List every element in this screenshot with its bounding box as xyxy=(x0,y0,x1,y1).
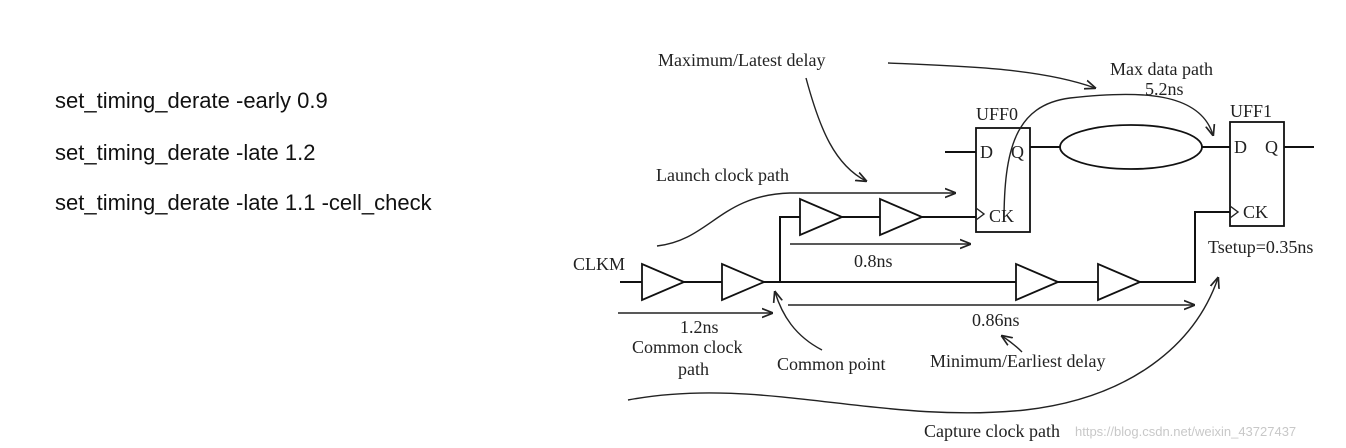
common-clock-path-label-1: Common clock xyxy=(632,337,743,357)
capture-clock-path-label: Capture clock path xyxy=(924,421,1060,441)
uff1-ck-triangle xyxy=(1229,205,1240,219)
common-point-label: Common point xyxy=(777,354,886,374)
min-delay-label: Minimum/Earliest delay xyxy=(930,351,1105,371)
data-path-logic xyxy=(1059,124,1203,170)
common-point-pointer xyxy=(775,292,823,351)
max-delay-to-data-pointer xyxy=(887,62,1095,88)
uff1-pin-q: Q xyxy=(1265,137,1278,157)
uff0-pin-d: D xyxy=(980,142,993,162)
launch-branch-delay: 0.8ns xyxy=(854,251,893,271)
capture-path-curve xyxy=(627,278,1218,414)
uff1-pin-ck: CK xyxy=(1243,202,1268,222)
max-delay-pointer xyxy=(805,77,866,181)
uff1-box xyxy=(1229,121,1285,227)
capture-to-ck-wire xyxy=(1140,211,1230,283)
uff0-box xyxy=(975,127,1031,233)
buffer-6 xyxy=(1097,262,1143,302)
buffer-5 xyxy=(1015,262,1061,302)
derate-command-early: set_timing_derate -early 0.9 xyxy=(55,88,328,113)
launch-path-curve xyxy=(656,193,955,247)
uff1-pin-d: D xyxy=(1234,137,1247,157)
watermark: https://blog.csdn.net/weixin_43727437 xyxy=(1075,424,1296,439)
max-data-path-value: 5.2ns xyxy=(1145,79,1184,99)
launch-clock-path-label: Launch clock path xyxy=(656,165,789,185)
clkm-label: CLKM xyxy=(573,254,625,274)
data-path-curve xyxy=(1003,93,1213,223)
common-clock-path-label-2: path xyxy=(678,359,709,379)
min-delay-pointer xyxy=(1002,336,1023,353)
common-delay-label: 1.2ns xyxy=(680,317,719,337)
uff0-pin-ck: CK xyxy=(989,206,1014,226)
buffer-2 xyxy=(721,262,767,302)
buffer-3 xyxy=(799,197,845,237)
launch-branch-wire xyxy=(779,216,800,282)
max-delay-label: Maximum/Latest delay xyxy=(658,50,825,70)
derate-command-late: set_timing_derate -late 1.2 xyxy=(55,140,316,165)
buffer-4 xyxy=(879,197,925,237)
max-data-path-label: Max data path xyxy=(1110,59,1213,79)
buffer-1 xyxy=(641,262,687,302)
uff0-pin-q: Q xyxy=(1011,142,1024,162)
capture-branch-delay: 0.86ns xyxy=(972,310,1020,330)
derate-command-cell-check: set_timing_derate -late 1.1 -cell_check xyxy=(55,190,432,215)
uff0-ck-triangle xyxy=(975,207,986,221)
uff0-label: UFF0 xyxy=(976,104,1018,124)
tsetup-label: Tsetup=0.35ns xyxy=(1208,237,1313,257)
uff1-label: UFF1 xyxy=(1230,101,1272,121)
